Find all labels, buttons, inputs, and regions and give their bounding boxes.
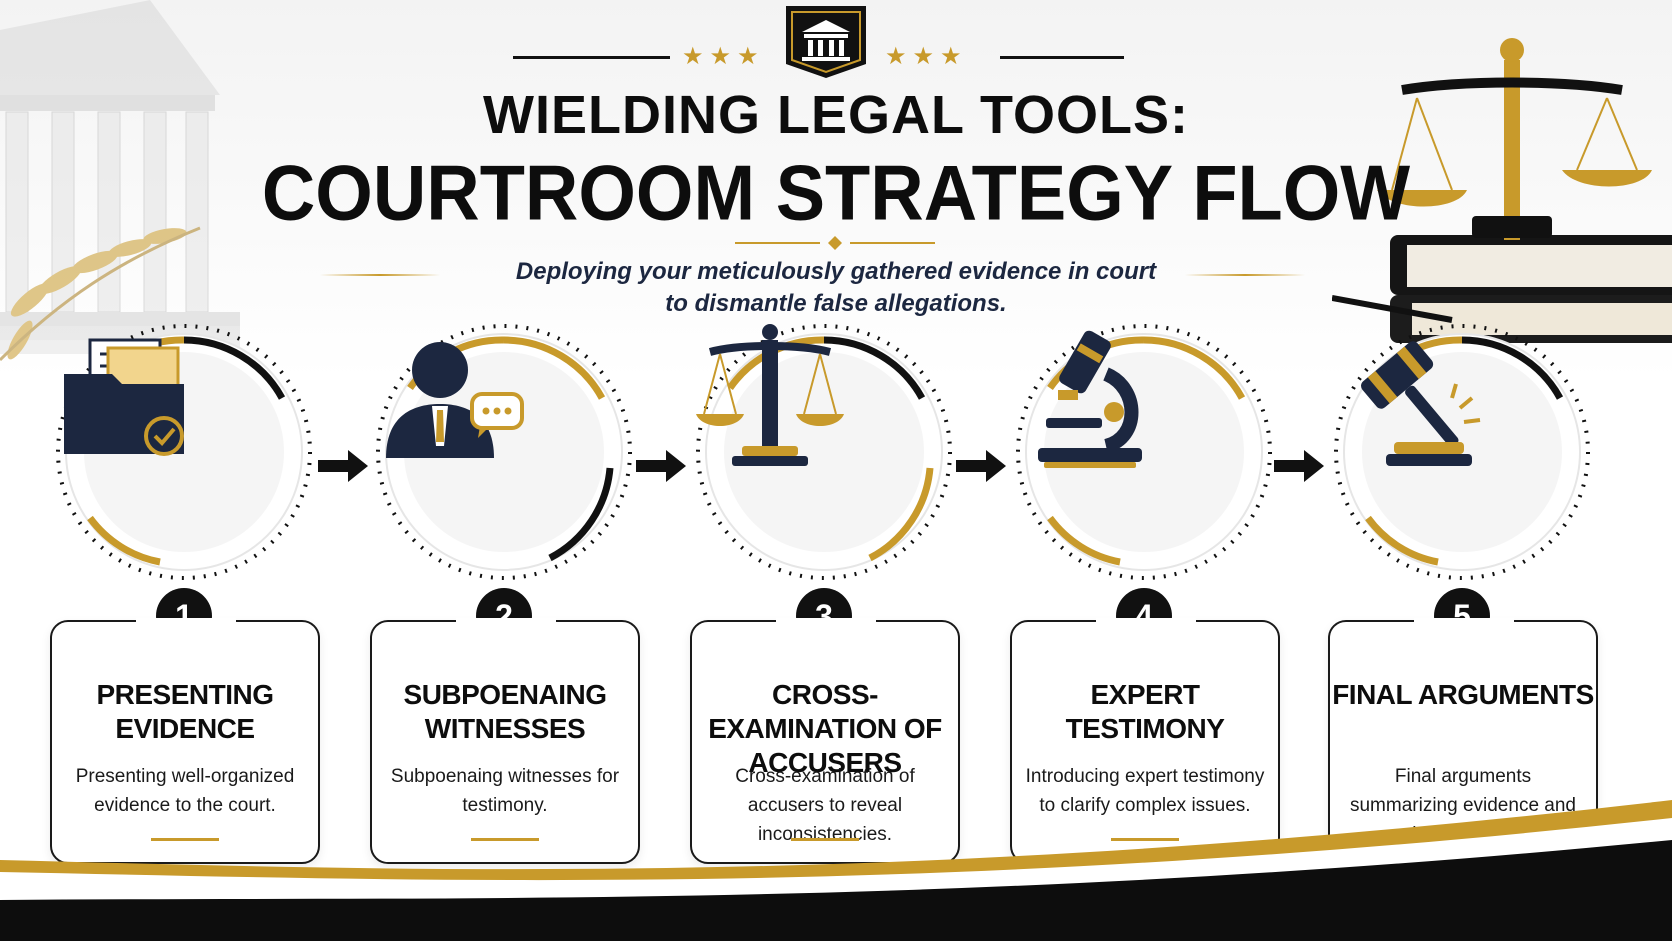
page-title-line2: COURTROOM STRATEGY FLOW (261, 148, 1411, 237)
subtitle-rule-right (1185, 274, 1305, 276)
step-3: 3 CROSS-EXAMINATION OF ACCUSERS Cross-ex… (690, 318, 960, 864)
scales-books-illustration (1332, 38, 1672, 343)
card-accent-line (471, 838, 539, 841)
step-4: 4 EXPERT TESTIMONY Introducing expert te… (1010, 318, 1280, 864)
subtitle-line1: Deploying your meticulously gathered evi… (515, 258, 1157, 285)
step-ring (1328, 318, 1596, 586)
step-card: EXPERT TESTIMONY Introducing expert test… (1010, 618, 1280, 864)
subtitle-rule-left (320, 274, 440, 276)
stars-left: ★★★ (682, 42, 765, 70)
step-card: SUBPOENAING WITNESSES Subpoenaing witnes… (370, 618, 640, 864)
stars-right: ★★★ (885, 42, 968, 70)
subtitle-line2: to dismantle false allegations. (665, 290, 1007, 317)
step-ring (370, 318, 638, 586)
step-card: CROSS-EXAMINATION OF ACCUSERS Cross-exam… (690, 618, 960, 864)
flow-arrow-4 (1274, 450, 1324, 482)
step-title: SUBPOENAING WITNESSES (403, 679, 607, 744)
flow-arrow-2 (636, 450, 686, 482)
microscope-icon (1038, 330, 1142, 468)
bottom-swoosh (0, 800, 1672, 941)
courthouse-icon (786, 6, 866, 78)
card-accent-line (791, 838, 859, 841)
flow-arrow-3 (956, 450, 1006, 482)
step-title: PRESENTING EVIDENCE (96, 679, 274, 744)
step-card: PRESENTING EVIDENCE Presenting well-orga… (50, 618, 320, 864)
step-description: Subpoenaing witnesses for testimony. (390, 766, 620, 816)
card-notch (456, 618, 556, 628)
card-notch (776, 618, 876, 628)
page-title-line1: WIELDING LEGAL TOOLS: (483, 85, 1189, 145)
scales-icon (696, 324, 844, 466)
flow-arrow-1 (318, 450, 368, 482)
gavel-icon (1361, 341, 1481, 466)
header-rule-right (1000, 56, 1124, 59)
step-title: FINAL ARGUMENTS (1332, 679, 1594, 710)
step-ring (50, 318, 318, 586)
step-ring (690, 318, 958, 586)
step-2: 2 SUBPOENAING WITNESSES Subpoenaing witn… (370, 318, 640, 864)
step-description: Introducing expert testimony to clarify … (1025, 766, 1265, 816)
card-accent-line (151, 838, 219, 841)
step-ring (1010, 318, 1278, 586)
step-5: 5 FINAL ARGUMENTS Final arguments summar… (1328, 318, 1598, 864)
title-divider (735, 236, 935, 250)
step-title: CROSS-EXAMINATION OF ACCUSERS (708, 679, 942, 778)
header-rule-left (513, 56, 670, 59)
folder-check-icon (64, 338, 184, 456)
card-notch (136, 618, 236, 628)
card-notch (1096, 618, 1196, 628)
card-accent-line (1111, 838, 1179, 841)
step-title: EXPERT TESTIMONY (1065, 679, 1225, 744)
card-notch (1414, 618, 1514, 628)
witness-speech-icon (386, 342, 524, 458)
step-description: Presenting well-organized evidence to th… (75, 766, 295, 816)
page-subtitle: Deploying your meticulously gathered evi… (0, 256, 1672, 320)
step-1: 1 PRESENTING EVIDENCE Presenting well-or… (50, 318, 320, 864)
